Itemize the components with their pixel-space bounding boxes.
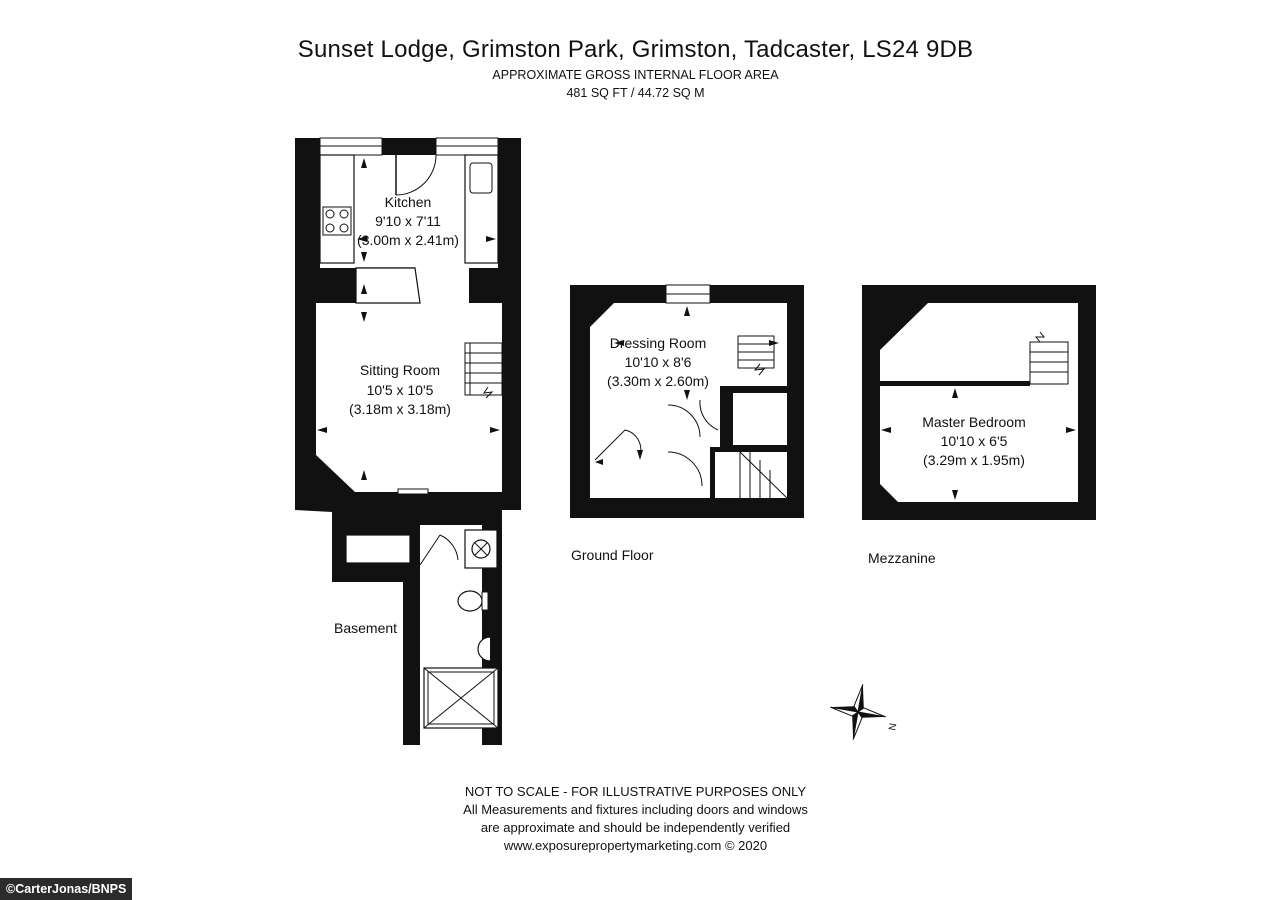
compass-north-label: N — [885, 722, 897, 731]
mezzanine-arrows — [881, 388, 1076, 500]
ground-arrows — [595, 306, 779, 465]
mezzanine-stairs — [1029, 331, 1069, 385]
photo-credit: ©CarterJonas/BNPS — [0, 878, 133, 900]
master-bedroom-imperial: 10'10 x 6'5 — [941, 433, 1008, 449]
basin — [477, 636, 491, 662]
master-bedroom-metric: (3.29m x 1.95m) — [923, 452, 1025, 468]
kitchen-door-swing — [395, 154, 437, 196]
kitchen-imperial: 9'10 x 7'11 — [375, 213, 441, 229]
basement-arrows — [317, 158, 500, 480]
kitchen-sink — [469, 162, 493, 194]
area-value: 481 SQ FT / 44.72 SQ M — [566, 86, 705, 100]
sitting-room-doorway — [397, 488, 429, 495]
ground-lower-left — [590, 420, 640, 498]
basement-plan: Kitchen 9'10 x 7'11 (3.00m x 2.41m) Sitt… — [295, 137, 521, 745]
sitting-room-floor — [316, 282, 502, 492]
kitchen-name: Kitchen — [385, 194, 432, 210]
hob — [322, 206, 352, 236]
footer-note-1: All Measurements and fixtures including … — [463, 802, 808, 817]
ground-floor-label: Ground Floor — [571, 547, 654, 563]
footer-note-2: are approximate and should be independen… — [480, 820, 791, 835]
ground-stairs — [737, 335, 788, 499]
basement-cupboard — [345, 534, 411, 564]
mezzanine-upper-floor — [880, 303, 1078, 381]
master-bedroom-floor — [880, 386, 1078, 502]
compass-icon: N — [830, 684, 898, 740]
master-bedroom-name: Master Bedroom — [922, 414, 1025, 430]
sitting-room-name: Sitting Room — [360, 362, 440, 378]
ground-floor-plan: Dressing Room 10'10 x 8'6 (3.30m x 2.60m… — [570, 284, 804, 563]
dressing-room-name: Dressing Room — [610, 335, 706, 351]
basement-label: Basement — [334, 620, 397, 636]
bathroom-door-swing — [419, 534, 459, 566]
sitting-room-metric: (3.18m x 3.18m) — [349, 401, 451, 417]
dressing-room-metric: (3.30m x 2.60m) — [607, 373, 709, 389]
ground-stair-area — [715, 452, 787, 498]
mezzanine-plan: Master Bedroom 10'10 x 6'5 (3.29m x 1.95… — [862, 285, 1096, 566]
ground-cupboard — [733, 393, 787, 445]
ground-hallway — [668, 447, 710, 498]
mezzanine-label: Mezzanine — [868, 550, 936, 566]
plan-title: Sunset Lodge, Grimston Park, Grimston, T… — [297, 36, 974, 63]
area-caption: APPROXIMATE GROSS INTERNAL FLOOR AREA — [492, 68, 779, 82]
footer-website: www.exposurepropertymarketing.com © 2020 — [503, 838, 768, 853]
kitchen-metric: (3.00m x 2.41m) — [357, 232, 459, 248]
footer-disclaimer: NOT TO SCALE - FOR ILLUSTRATIVE PURPOSES… — [464, 784, 807, 799]
dressing-room-imperial: 10'10 x 8'6 — [625, 354, 692, 370]
sitting-room-imperial: 10'5 x 10'5 — [367, 382, 434, 398]
toilet — [457, 590, 483, 612]
basement-stairs — [464, 342, 503, 399]
